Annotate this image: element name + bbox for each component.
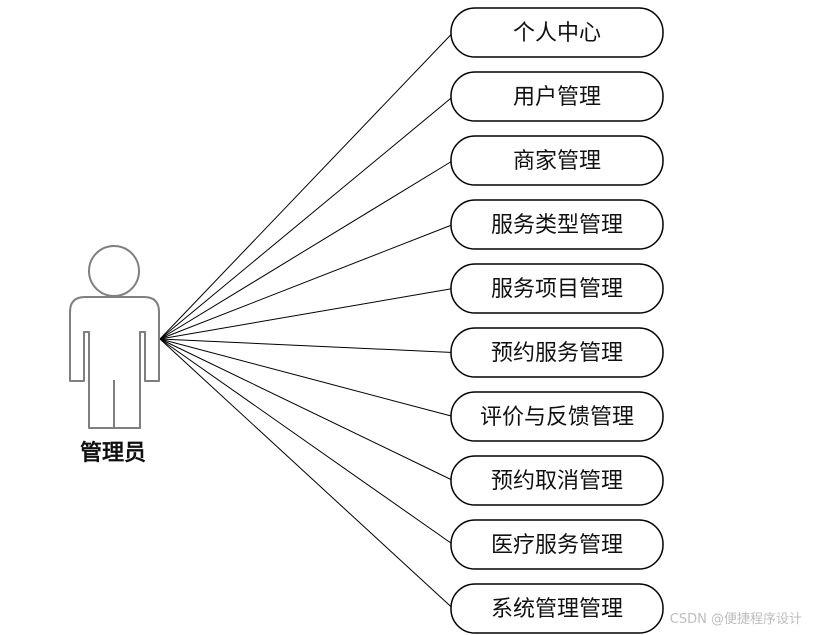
use-case-item: 服务项目管理 [450, 263, 664, 314]
connector-line [159, 338, 454, 481]
use-case-item: 用户管理 [450, 71, 664, 122]
connector-line [159, 338, 454, 417]
use-case-label: 医疗服务管理 [491, 533, 623, 558]
use-case-ellipse [450, 327, 664, 378]
use-case-ellipse [450, 7, 664, 58]
actor-head [88, 245, 140, 297]
connector-line [159, 338, 454, 353]
use-case-ellipse [450, 519, 664, 570]
use-case-item: 医疗服务管理 [450, 519, 664, 570]
connector-line [159, 338, 454, 545]
use-case-ellipse [450, 263, 664, 314]
use-case-item: 评价与反馈管理 [450, 391, 664, 442]
use-case-label: 服务项目管理 [491, 277, 623, 302]
use-case-group: 个人中心用户管理商家管理服务类型管理服务项目管理预约服务管理评价与反馈管理预约取… [450, 7, 664, 634]
use-case-label: 系统管理管理 [491, 597, 623, 622]
use-case-item: 预约服务管理 [450, 327, 664, 378]
use-case-label: 评价与反馈管理 [480, 405, 634, 430]
use-case-label: 用户管理 [513, 85, 601, 110]
connector-line [159, 338, 454, 609]
use-case-item: 预约取消管理 [450, 455, 664, 506]
use-case-ellipse [450, 199, 664, 250]
connector-line [159, 224, 454, 340]
use-case-ellipse [450, 391, 664, 442]
use-case-ellipse [450, 71, 664, 122]
actor-label: 管理员 [80, 440, 146, 466]
watermark-text: CSDN @便捷程序设计 [670, 612, 802, 627]
use-case-item: 商家管理 [450, 135, 664, 186]
connector-lines [159, 32, 454, 609]
actor-body [69, 296, 160, 429]
admin-actor [69, 245, 160, 429]
use-case-item: 服务类型管理 [450, 199, 664, 250]
use-case-ellipse [450, 455, 664, 506]
use-case-label: 个人中心 [513, 21, 601, 46]
use-case-label: 商家管理 [513, 149, 601, 174]
connector-line [159, 160, 454, 340]
connector-line [159, 288, 454, 340]
use-case-ellipse [450, 583, 664, 634]
use-case-item: 个人中心 [450, 7, 664, 58]
use-case-label: 预约服务管理 [491, 341, 623, 366]
connector-line [159, 32, 454, 340]
use-case-item: 系统管理管理 [450, 583, 664, 634]
connector-line [159, 96, 454, 340]
use-case-label: 预约取消管理 [491, 469, 623, 494]
use-case-ellipse [450, 135, 664, 186]
use-case-label: 服务类型管理 [491, 213, 623, 238]
